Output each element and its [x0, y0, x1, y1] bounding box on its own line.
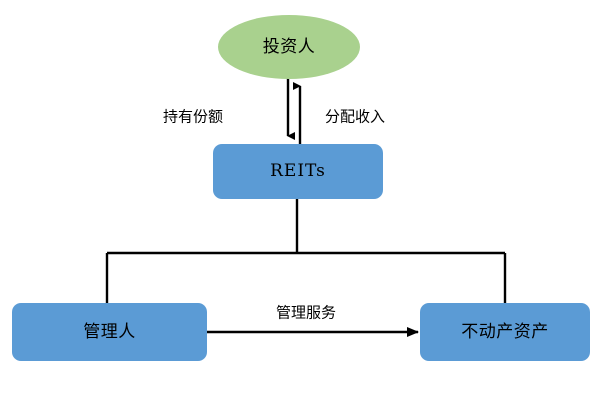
- node-manager-label: 管理人: [83, 321, 136, 342]
- node-investor[interactable]: 投资人: [218, 15, 360, 79]
- node-reits-label: REITs: [270, 161, 326, 181]
- edge-label-hold-shares: 持有份额: [162, 107, 224, 126]
- node-manager[interactable]: 管理人: [12, 303, 207, 361]
- node-investor-label: 投资人: [262, 36, 316, 57]
- node-real-estate-assets-label: 不动产资产: [461, 321, 549, 342]
- edge-label-management-service: 管理服务: [275, 303, 337, 322]
- node-real-estate-assets[interactable]: 不动产资产: [420, 303, 590, 361]
- edge-label-distribute-income: 分配收入: [324, 107, 386, 126]
- edge-reits-branch: [105, 199, 507, 303]
- node-reits[interactable]: REITs: [213, 144, 383, 199]
